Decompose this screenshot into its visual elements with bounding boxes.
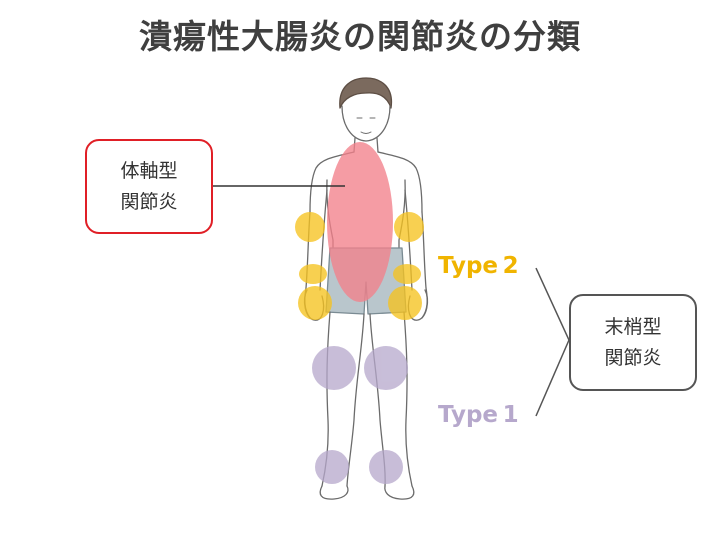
axial-region (327, 142, 393, 302)
type1-label: Type 1 (438, 402, 519, 428)
type2-connector-line (535, 267, 570, 341)
type2-label: Type 2 (438, 253, 519, 279)
peripheral-arthritis-box: 末梢型 関節炎 (569, 294, 697, 391)
peripheral-box-line2: 関節炎 (604, 346, 662, 369)
axial-arthritis-box: 体軸型 関節炎 (85, 139, 213, 234)
axial-box-line1: 体軸型 (120, 159, 178, 182)
type2-joints (295, 212, 424, 320)
page-title: 潰瘍性大腸炎の関節炎の分類 (139, 17, 581, 56)
type1-joints (312, 346, 408, 484)
peripheral-box-line1: 末梢型 (604, 315, 662, 338)
axial-box-line2: 関節炎 (120, 190, 178, 213)
type1-connector-line (535, 339, 570, 417)
